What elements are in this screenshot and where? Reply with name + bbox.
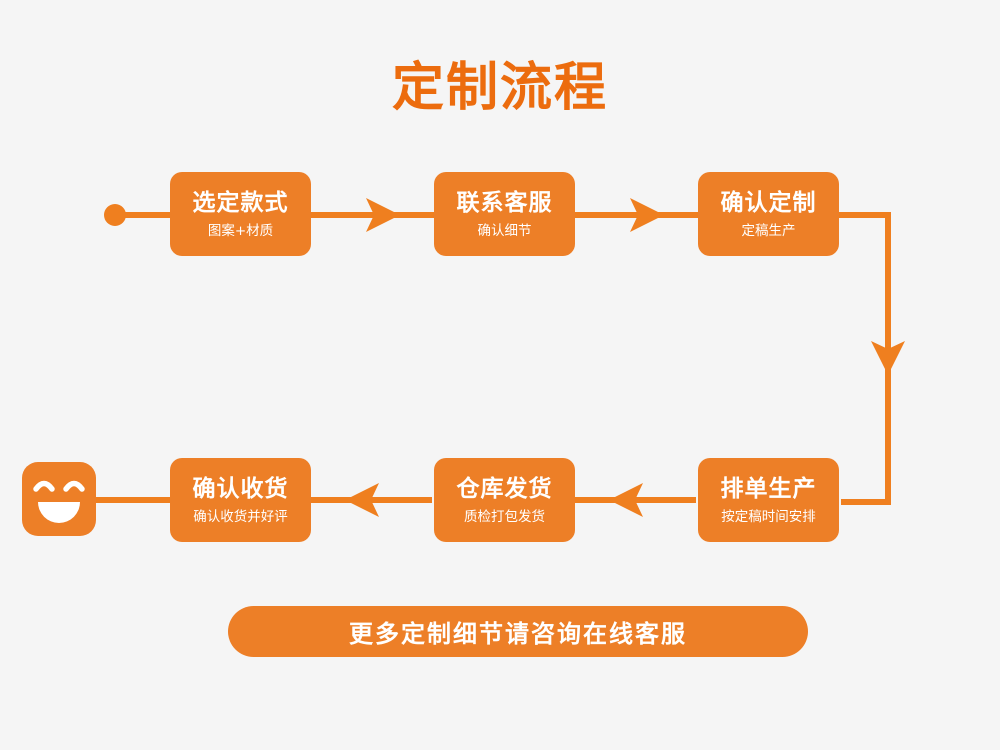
flow-step-warehouse-shipping[interactable]: 仓库发货 质检打包发货: [434, 458, 575, 542]
step-title: 联系客服: [456, 189, 553, 216]
step-subtitle: 质检打包发货: [464, 508, 545, 525]
page-title: 定制流程: [391, 58, 608, 118]
step-subtitle: 定稿生产: [741, 222, 796, 239]
smiley-face-background: [22, 462, 96, 536]
flow-step-contact-service[interactable]: 联系客服 确认细节: [434, 172, 575, 256]
step-subtitle: 图案+材质: [207, 222, 274, 239]
smiley-face-icon: [22, 462, 96, 536]
step-title: 确认定制: [720, 189, 817, 216]
step-subtitle: 按定稿时间安排: [721, 508, 816, 525]
smiley-mouth: [38, 502, 80, 523]
step-subtitle: 确认细节: [477, 222, 532, 239]
contact-online-service-button[interactable]: 更多定制细节请咨询在线客服: [228, 606, 808, 657]
step-title: 选定款式: [192, 189, 289, 216]
smiley-left-eye: [33, 480, 55, 492]
step-title: 排单生产: [720, 475, 817, 502]
flow-step-confirm-receipt[interactable]: 确认收货 确认收货并好评: [170, 458, 311, 542]
flow-step-confirm-customization[interactable]: 确认定制 定稿生产: [698, 172, 839, 256]
step-title: 仓库发货: [456, 475, 553, 502]
smiley-right-eye: [63, 480, 85, 492]
step-subtitle: 确认收货并好评: [193, 508, 288, 525]
flow-step-selected-style[interactable]: 选定款式 图案+材质: [170, 172, 311, 256]
flow-step-production-scheduling[interactable]: 排单生产 按定稿时间安排: [698, 458, 839, 542]
step-title: 确认收货: [192, 475, 289, 502]
